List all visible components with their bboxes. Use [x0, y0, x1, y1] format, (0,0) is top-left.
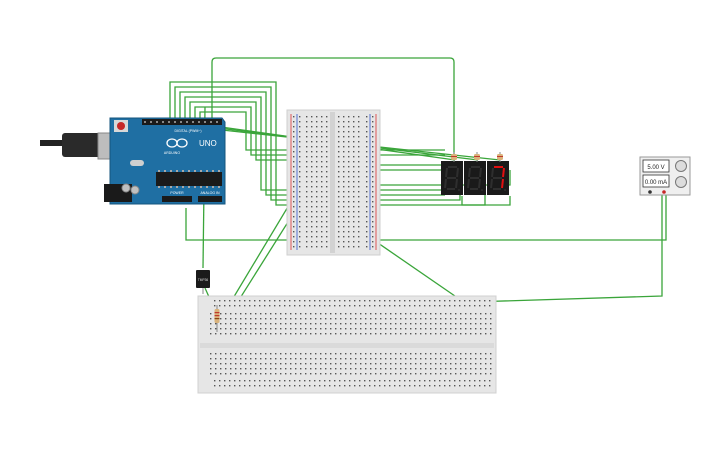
arduino-uno[interactable]: DIGITAL (PWM~) ARDUINO UNO POWER ANALOG …	[40, 117, 226, 205]
resistor-display-1[interactable]	[451, 152, 457, 162]
crystal	[130, 160, 144, 166]
wire-bb-disp-9[interactable]	[330, 170, 511, 186]
resistor-display-3[interactable]	[497, 152, 503, 162]
power-header	[162, 196, 192, 202]
wire-bundle-4[interactable]	[184, 96, 300, 191]
current-reading: 0.00 mA	[645, 180, 667, 186]
analog-label: ANALOG IN	[200, 191, 220, 195]
terminal-positive[interactable]	[662, 190, 666, 194]
wire-bundle-2[interactable]	[174, 86, 300, 201]
breadboard-large[interactable]	[197, 295, 497, 394]
breadboard-large-channel	[200, 343, 494, 348]
display-2-dp	[481, 189, 483, 191]
breadboard-small-holes	[293, 116, 374, 248]
wires	[169, 57, 667, 331]
wire-bundle-6[interactable]	[194, 106, 300, 156]
temperature-sensor[interactable]: TMP36	[196, 270, 210, 294]
resistor-sensor[interactable]	[214, 305, 220, 332]
resistor-display-2[interactable]	[474, 152, 480, 162]
reset-button-cap	[117, 122, 125, 130]
breadboard-large-holes	[210, 300, 492, 387]
wire-display-bottom[interactable]	[461, 196, 511, 206]
arduino-logo-icon	[166, 138, 188, 148]
wire-bundle-3[interactable]	[179, 91, 300, 196]
wire-arduino-psu[interactable]	[185, 194, 667, 241]
capacitor-2	[130, 185, 140, 195]
analog-header	[198, 196, 222, 202]
voltage-knob[interactable]	[675, 160, 687, 172]
wire-bundle-1[interactable]	[169, 81, 300, 206]
wire-bb-bottom[interactable]	[377, 242, 469, 306]
wire-psu-bottom[interactable]	[471, 194, 663, 303]
current-knob[interactable]	[675, 176, 687, 188]
display-1-dp	[458, 189, 460, 191]
wire-top-loop[interactable]	[211, 57, 455, 158]
voltage-reading: 5.00 V	[647, 165, 664, 171]
brand-label: ARDUINO	[164, 151, 180, 155]
atmega-chip	[156, 172, 222, 186]
display-1-segments	[444, 166, 459, 190]
wire-bundle-7[interactable]	[199, 111, 300, 151]
terminal-negative[interactable]	[648, 190, 652, 194]
wire-bundle-5[interactable]	[189, 101, 300, 161]
display-1[interactable]	[441, 161, 463, 195]
capacitor-1	[121, 183, 131, 193]
sensor-label: TMP36	[198, 278, 209, 282]
display-3-segments-off	[490, 167, 502, 190]
usb-cable	[40, 140, 64, 146]
display-2[interactable]	[464, 161, 486, 195]
chip-pins	[158, 170, 220, 188]
digital-header-pins	[144, 121, 218, 123]
power-supply[interactable]: 5.00 V 0.00 mA	[639, 156, 691, 196]
display-3-segments-on	[494, 166, 505, 189]
model-label: UNO	[199, 139, 217, 148]
power-label: POWER	[170, 191, 184, 195]
display-3-dp	[504, 189, 506, 191]
voltage-display	[642, 159, 670, 173]
center-channel	[330, 112, 335, 253]
digital-label: DIGITAL (PWM~)	[174, 129, 201, 133]
breadboard-small[interactable]	[286, 109, 381, 256]
current-display	[642, 174, 670, 188]
sensor-body	[196, 270, 210, 288]
display-2-segments	[467, 166, 482, 190]
display-3[interactable]	[487, 161, 509, 195]
seven-segment-displays	[441, 152, 509, 195]
